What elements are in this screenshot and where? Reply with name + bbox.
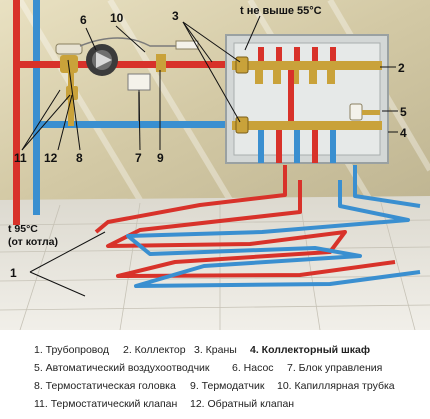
heating-illustration: 1 2 3 4 5 6 7 8 9 10 11 12 t не выше 55°… [0, 0, 430, 330]
ball-valve-supply [235, 56, 249, 74]
callout-2: 2 [398, 61, 405, 75]
pump [86, 44, 118, 76]
legend-item-7: 7. Блок управления [287, 362, 383, 374]
air-vent [349, 103, 380, 121]
callout-9: 9 [157, 151, 164, 165]
boiler-return-riser [33, 0, 40, 215]
return-manifold [232, 121, 382, 163]
return-feed-pipe [40, 121, 235, 128]
floor-loop-supply [106, 180, 396, 278]
legend-item-9: 9. Термодатчик [190, 380, 265, 392]
callout-6: 6 [80, 13, 87, 27]
manifold-cabinet [225, 34, 389, 164]
floor-loop-back-return [353, 165, 421, 208]
legend-item-1: 1. Трубопровод [34, 344, 110, 356]
supply-feed-pipe [20, 61, 230, 68]
supply-manifold [232, 47, 382, 84]
floor-loop-return [126, 180, 421, 288]
callout-4: 4 [400, 126, 407, 140]
legend-item-3: 3. Краны [194, 344, 237, 356]
boiler-temp-value: t 95°C [8, 223, 38, 235]
floor-loop-back [94, 165, 287, 234]
boiler-temp-source: (от котла) [8, 236, 58, 248]
callout-3: 3 [172, 9, 179, 23]
boiler-supply-riser [13, 0, 20, 225]
legend-item-10: 10. Капиллярная трубка [277, 380, 395, 392]
legend-item-11: 11. Термостатический клапан [34, 398, 178, 410]
leader-lines [21, 15, 398, 297]
legend-item-5: 5. Автоматический воздухоотводчик [34, 362, 210, 374]
legend-item-8: 8. Термостатическая головка [34, 380, 176, 392]
temperature-sensor [156, 54, 166, 72]
legend: 1. Трубопровод 2. Коллектор 3. Краны 4. … [0, 330, 430, 419]
max-temp-note: t не выше 55°C [240, 5, 322, 17]
capillary-tube [79, 37, 178, 47]
callout-11: 11 [14, 151, 27, 165]
legend-item-12: 12. Обратный клапан [190, 398, 295, 410]
callout-1: 1 [10, 266, 17, 280]
callout-7: 7 [135, 151, 142, 165]
legend-item-6: 6. Насос [232, 362, 274, 374]
callout-10: 10 [110, 11, 124, 25]
top-valve-cluster [175, 40, 199, 50]
manifold-vertical-link [288, 70, 294, 121]
ball-valve-return [235, 116, 249, 134]
legend-item-4: 4. Коллекторный шкаф [250, 344, 371, 356]
legend-item-2: 2. Коллектор [123, 344, 186, 356]
callout-8: 8 [76, 151, 83, 165]
callout-5: 5 [400, 105, 407, 119]
floor [0, 196, 430, 330]
callout-12: 12 [44, 151, 58, 165]
